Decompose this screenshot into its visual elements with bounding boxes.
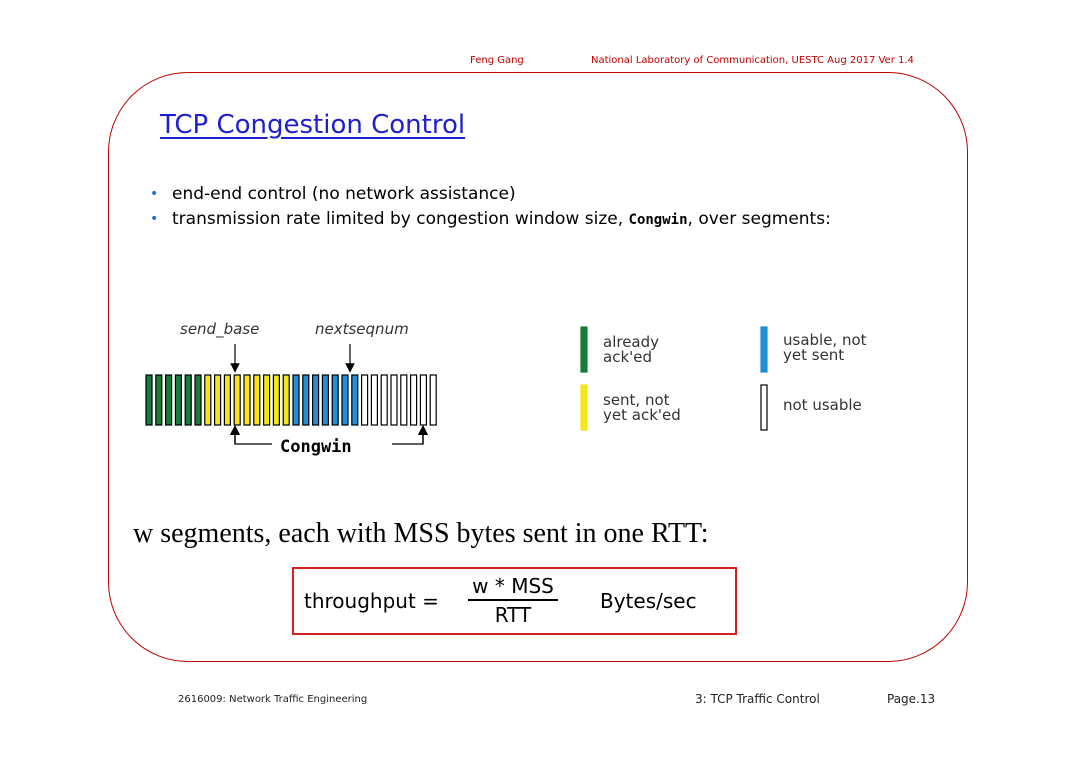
segment-not-usable: [410, 374, 418, 426]
segment-usable: [351, 374, 359, 426]
nextseqnum-label: nextseqnum: [315, 320, 409, 338]
formula-fraction: w * MSS RTT: [468, 573, 558, 629]
segment-usable: [331, 374, 339, 426]
bullet-dot-icon: •: [150, 211, 159, 227]
segment-usable: [312, 374, 320, 426]
segment-sent-unacked: [214, 374, 222, 426]
formula-lhs: throughput =: [304, 589, 439, 613]
segment-acked: [194, 374, 202, 426]
segment-usable: [321, 374, 329, 426]
congwin-bracket-right: [392, 432, 424, 445]
segment-not-usable: [400, 374, 408, 426]
slide-frame: [108, 72, 968, 662]
segment-sent-unacked: [243, 374, 251, 426]
bullet-text: transmission rate limited by congestion …: [172, 209, 629, 229]
segment-sent-unacked: [204, 374, 212, 426]
segment-not-usable: [380, 374, 388, 426]
segment-bars: [145, 374, 437, 426]
bullet-dot-icon: •: [150, 186, 159, 202]
bullet-list: • end-end control (no network assistance…: [150, 184, 930, 235]
congwin-label: Congwin: [280, 437, 352, 457]
slide-title: TCP Congestion Control: [160, 110, 466, 140]
formula-units: Bytes/sec: [600, 589, 697, 613]
segment-acked: [145, 374, 153, 426]
send-base-label: send_base: [180, 320, 260, 338]
footer-page: Page.13: [887, 692, 936, 706]
segment-not-usable: [419, 374, 427, 426]
legend-swatch-acked: [580, 326, 588, 373]
segment-usable: [341, 374, 349, 426]
bullet-item: • transmission rate limited by congestio…: [150, 209, 930, 231]
segment-not-usable: [361, 374, 369, 426]
statement-text: w segments, each with MSS bytes sent in …: [133, 518, 709, 549]
footer-course: 2616009: Network Traffic Engineering: [178, 694, 368, 705]
formula-denominator: RTT: [494, 603, 532, 627]
congwin-code: Congwin: [628, 212, 688, 228]
segment-sent-unacked: [272, 374, 280, 426]
legend-swatch-sent-unacked: [580, 384, 588, 431]
bullet-item: • end-end control (no network assistance…: [150, 184, 930, 205]
segment-acked: [165, 374, 173, 426]
segment-acked: [184, 374, 192, 426]
header-author: Feng Gang: [470, 55, 524, 66]
segment-sent-unacked: [233, 374, 241, 426]
throughput-formula: throughput = w * MSS RTT Bytes/sec: [292, 567, 737, 635]
segment-sent-unacked: [253, 374, 261, 426]
segment-sent-unacked: [263, 374, 271, 426]
footer-chapter: 3: TCP Traffic Control: [695, 692, 820, 706]
segment-sent-unacked: [282, 374, 290, 426]
segment-not-usable: [390, 374, 398, 426]
bullet-text-tail: , over segments:: [687, 209, 831, 229]
header-lab: National Laboratory of Communication, UE…: [591, 55, 914, 66]
legend-swatch-not-usable: [760, 384, 768, 431]
segment-not-usable: [429, 374, 437, 426]
segment-acked: [174, 374, 182, 426]
congwin-bracket-left: [234, 432, 272, 445]
bullet-text: end-end control (no network assistance): [172, 184, 516, 204]
segment-sent-unacked: [223, 374, 231, 426]
legend-swatches: [580, 326, 768, 431]
legend-notusable-label: not usable: [783, 396, 862, 414]
legend-swatch-usable: [760, 326, 768, 373]
formula-numerator: w * MSS: [468, 573, 558, 601]
segment-not-usable: [370, 374, 378, 426]
segment-acked: [155, 374, 163, 426]
segment-usable: [292, 374, 300, 426]
segment-usable: [302, 374, 310, 426]
